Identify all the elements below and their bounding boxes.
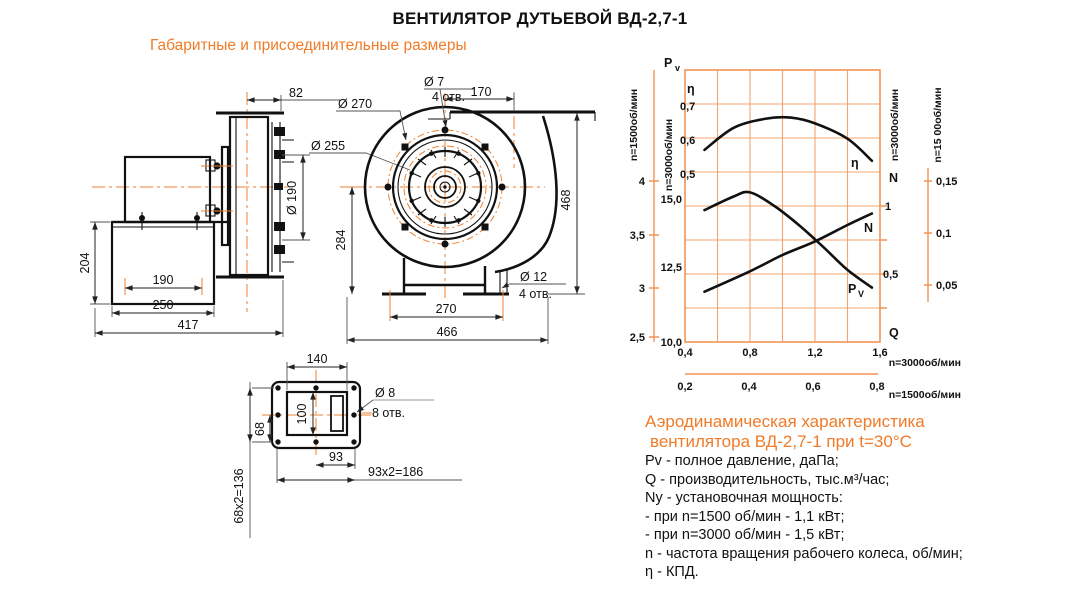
dim-d8: Ø 8	[375, 386, 395, 400]
impeller-blades	[411, 147, 479, 227]
curve-label-n: N	[864, 221, 873, 235]
legend-item: n - частота вращения рабочего колеса, об…	[645, 545, 963, 562]
dim-d7: Ø 7	[424, 75, 444, 89]
curve-label-eta: η	[851, 156, 859, 170]
eta-tick-0: 0,7	[680, 101, 695, 113]
x3000-tick-2: 1,2	[807, 347, 822, 359]
legend-item: Ny - установочная мощность:	[645, 490, 843, 506]
dim-204: 204	[78, 253, 92, 274]
pv1500-tick-1: 3,5	[630, 230, 645, 242]
eta-axis-symbol: η	[687, 82, 695, 96]
left-outer-axis	[649, 70, 659, 342]
dim-270: 270	[436, 302, 457, 316]
dim-100: 100	[295, 404, 309, 425]
side-view: 82 Ø 255 Ø 190 204 190 250 417	[78, 86, 411, 337]
n1500-tick-2: 0,05	[936, 280, 957, 292]
dim-417: 417	[178, 318, 199, 332]
legend-item: Q - производительность, тыс.м³/час;	[645, 471, 890, 488]
dim-93: 93	[329, 450, 343, 464]
dim-d255: Ø 255	[311, 139, 345, 153]
eta-tick-2: 0,5	[680, 169, 695, 181]
front-view: Ø 7 4 отв. 170 Ø 270 284 468 Ø 12 4 отв.…	[334, 75, 596, 344]
axis-title-right-outer: n=15 00об/мин	[932, 87, 944, 162]
q-axis-symbol: Q	[889, 326, 899, 340]
curve-label-pv-sub: V	[858, 289, 864, 299]
right-outer-axis	[924, 168, 932, 302]
dim-d7-holes: 4 отв.	[432, 90, 465, 104]
x1500-tick-1: 0,4	[741, 381, 757, 393]
x3000-tick-3: 1,6	[872, 347, 887, 359]
dim-190: 190	[153, 273, 174, 287]
axis-title-x-n3000: n=3000об/мин	[889, 357, 961, 369]
dim-140: 140	[307, 352, 328, 366]
dim-d12-holes: 4 отв.	[519, 287, 552, 301]
n3000-tick-0: 1	[885, 201, 891, 213]
chart-grid	[684, 69, 887, 343]
dim-d12: Ø 12	[520, 270, 547, 284]
dim-250: 250	[153, 298, 174, 312]
legend-item: - при n=3000 об/мин - 1,5 кВт;	[645, 527, 845, 543]
legend-item: η - КПД.	[645, 564, 699, 580]
flange-view: 140 100 68 93 93x2=186 68x2=136 Ø 8 8 от…	[232, 352, 462, 538]
dim-284: 284	[334, 230, 348, 251]
pv-axis-symbol: P	[664, 56, 672, 70]
x1500-tick-2: 0,6	[805, 381, 820, 393]
dim-d190-rot: Ø 190	[285, 181, 299, 215]
dim-82: 82	[289, 86, 303, 100]
legend-item: - при n=1500 об/мин - 1,1 кВт;	[645, 508, 845, 525]
legend-title-line2: вентилятора ВД-2,7-1 при t=30°C	[650, 432, 912, 451]
pv3000-tick-0: 15,0	[661, 194, 682, 206]
dimension-drawings: 82 Ø 255 Ø 190 204 190 250 417	[78, 75, 596, 538]
curve-n	[703, 212, 874, 293]
x3000-tick-1: 0,8	[742, 347, 757, 359]
dim-d270: Ø 270	[338, 97, 372, 111]
n1500-tick-0: 0,15	[936, 176, 957, 188]
pv-axis-symbol-sub: v	[675, 63, 680, 73]
n3000-tick-1: 0,5	[883, 269, 898, 281]
axis-title-right-inner: n=3000об/мин	[889, 89, 901, 161]
aero-legend: Аэродинамическая характеристика вентилят…	[645, 412, 1070, 582]
legend-item: Pv - полное давление, даПа;	[645, 453, 839, 469]
x1500-tick-0: 0,2	[677, 381, 692, 393]
aero-chart: P v η N Q η N P V 0,7 0,6 0,5 15,0 12,5 …	[628, 56, 961, 401]
eta-tick-1: 0,6	[680, 135, 695, 147]
dim-170: 170	[471, 85, 492, 99]
n-axis-symbol: N	[889, 171, 898, 185]
dim-466: 466	[437, 325, 458, 339]
x1500-tick-3: 0,8	[869, 381, 884, 393]
axis-title-left-outer: n=1500об/мин	[628, 89, 640, 161]
impeller-bolts	[409, 151, 481, 223]
curve-pv	[703, 190, 874, 289]
axis-title-x-n1500: n=1500об/мин	[889, 389, 961, 401]
legend-title-line1: Аэродинамическая характеристика	[645, 412, 925, 431]
curve-label-pv: P	[848, 282, 856, 296]
flange-holes	[275, 385, 357, 445]
pv1500-tick-0: 4	[639, 176, 646, 188]
axis-title-left-inner: n=3000об/мин	[663, 119, 675, 191]
x3000-tick-0: 0,4	[677, 347, 693, 359]
dim-136: 68x2=136	[232, 468, 246, 523]
dim-d8-holes: 8 отв.	[372, 406, 405, 420]
drawing-subtitle: Габаритные и присоединительные размеры	[150, 37, 467, 54]
curve-eta	[703, 115, 874, 163]
n1500-tick-1: 0,1	[936, 228, 951, 240]
pv1500-tick-3: 2,5	[630, 332, 645, 344]
dim-68: 68	[253, 422, 267, 436]
pv3000-tick-1: 12,5	[661, 262, 682, 274]
pv1500-tick-2: 3	[639, 283, 645, 295]
dim-186: 93x2=186	[368, 465, 423, 479]
page-title: ВЕНТИЛЯТОР ДУТЬЕВОЙ ВД-2,7-1	[392, 9, 688, 28]
pv3000-tick-2: 10,0	[661, 337, 682, 349]
dim-468: 468	[559, 190, 573, 211]
